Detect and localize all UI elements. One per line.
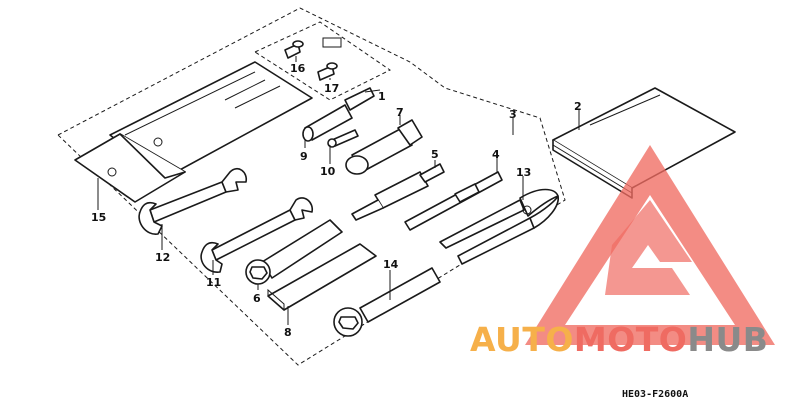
drawing-code: HE03-F2600A [622,389,688,400]
callout-16: 16 [290,62,306,75]
svg-text:AUTOMOTOHUB: AUTOMOTOHUB [470,320,768,359]
leader-lines [97,56,580,325]
callout-10: 10 [320,165,336,178]
callout-11: 11 [206,276,221,289]
small-parts-box [253,21,391,101]
callout-1: 1 [378,90,386,103]
callout-15: 15 [91,211,106,224]
ring-spanner-14 [333,267,441,337]
open-end-wrench-12 [138,167,248,235]
callout-6: 6 [253,292,261,305]
callout-labels: 1 2 3 4 5 6 7 8 9 10 11 12 13 14 15 16 1… [91,62,582,339]
callout-17: 17 [324,82,339,95]
watermark-moto: MOTO [574,320,687,359]
callout-13: 13 [516,166,531,179]
tool-bag [74,61,313,203]
extension-bar-8 [267,243,377,311]
spark-plug-wrench-9 [302,87,375,142]
callout-7: 7 [396,106,404,119]
pliers-13 [439,188,559,265]
open-end-wrench-11 [200,197,314,273]
label-tag [322,37,342,48]
callout-2: 2 [574,100,582,113]
screw-10 [327,129,359,148]
callout-8: 8 [284,326,292,339]
screwdriver-4 [404,171,503,231]
snap-button-icon [153,137,163,147]
pin-17 [317,62,338,81]
callout-9: 9 [300,150,308,163]
pin-16 [284,40,304,59]
watermark-hub: HUB [687,320,768,359]
tool-pouch [552,87,736,199]
socket-wrench-7 [345,119,423,175]
snap-button-icon [107,167,117,177]
callout-5: 5 [431,148,439,161]
callout-3: 3 [509,108,517,121]
callout-4: 4 [492,148,500,161]
ring-spanner-6 [245,219,343,285]
callout-14: 14 [383,258,399,271]
screwdriver-5 [351,163,445,221]
triangle-logo-icon [525,145,775,345]
automotohub-watermark: AUTOMOTOHUB [470,145,775,359]
callout-12: 12 [155,251,170,264]
watermark-auto: AUTO [470,320,574,359]
